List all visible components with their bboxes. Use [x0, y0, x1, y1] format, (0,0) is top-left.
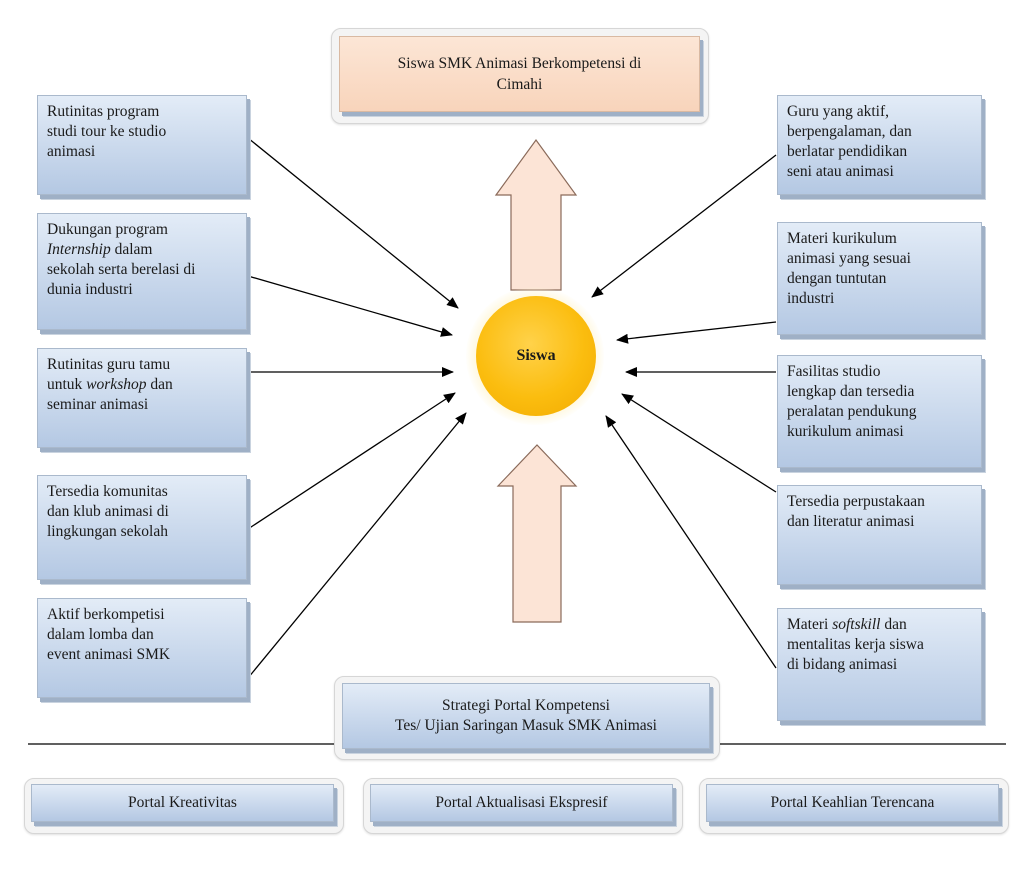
- strategy-line-2: Tes/ Ujian Saringan Masuk SMK Animasi: [395, 717, 657, 734]
- left-1-line-1: Rutinitas program: [47, 103, 160, 120]
- right-3-line-3: peralatan pendukung: [787, 403, 917, 420]
- left-box-guest-teacher: Rutinitas guru tamu untuk workshop dan s…: [37, 348, 247, 448]
- left-3-line-2: untuk workshop dan: [47, 375, 238, 395]
- arrow-left-2: [247, 275, 453, 337]
- right-5-line-1-pre: Materi: [787, 616, 833, 633]
- right-box-facilities: Fasilitas studio lengkap dan tersedia pe…: [777, 355, 982, 468]
- portal-3-label: Portal Keahlian Terencana: [770, 794, 935, 811]
- right-3-line-4: kurikulum animasi: [787, 423, 904, 440]
- right-1-line-3: berlatar pendidikan: [787, 143, 908, 160]
- right-5-line-1: Materi softskill dan: [787, 615, 973, 635]
- arrow-right-1: [591, 154, 777, 298]
- left-3-line-1: Rutinitas guru tamu: [47, 356, 171, 373]
- goal-box: Siswa SMK Animasi Berkompetensi di Cimah…: [339, 36, 700, 112]
- right-box-teacher: Guru yang aktif, berpengalaman, dan berl…: [777, 95, 982, 195]
- left-2-line-1: Dukungan program: [47, 221, 168, 238]
- right-5-line-2: mentalitas kerja siswa: [787, 636, 924, 653]
- portal-2-label: Portal Aktualisasi Ekspresif: [435, 794, 608, 811]
- strategy-box: Strategi Portal Kompetensi Tes/ Ujian Sa…: [342, 683, 710, 749]
- right-4-line-2: dan literatur animasi: [787, 513, 915, 530]
- right-box-softskill: Materi softskill dan mentalitas kerja si…: [777, 608, 982, 721]
- left-3-line-2-pre: untuk: [47, 376, 87, 393]
- right-1-line-2: berpengalaman, dan: [787, 123, 912, 140]
- left-5-line-3: event animasi SMK: [47, 646, 171, 663]
- arrow-left-4: [247, 392, 456, 530]
- right-5-italic: softskill: [832, 616, 881, 633]
- left-2-italic: Internship: [47, 241, 111, 258]
- left-3-line-2-post: dan: [146, 376, 173, 393]
- center-circle: Siswa: [476, 296, 596, 416]
- right-box-curriculum: Materi kurikulum animasi yang sesuai den…: [777, 222, 982, 335]
- left-5-line-2: dalam lomba dan: [47, 626, 154, 643]
- up-block-arrow-bottom: [496, 444, 578, 623]
- left-1-line-2: studi tour ke studio: [47, 123, 167, 140]
- left-4-line-3: lingkungan sekolah: [47, 523, 168, 540]
- left-box-internship: Dukungan program Internship dalam sekola…: [37, 213, 247, 330]
- left-2-line-2-rest: dalam: [110, 241, 153, 258]
- left-4-line-1: Tersedia komunitas: [47, 483, 168, 500]
- portal-kreativitas: Portal Kreativitas: [31, 784, 334, 822]
- left-box-study-tour: Rutinitas program studi tour ke studio a…: [37, 95, 247, 195]
- goal-line-1: Siswa SMK Animasi Berkompetensi di: [397, 55, 642, 72]
- left-box-community: Tersedia komunitas dan klub animasi di l…: [37, 475, 247, 580]
- left-2-line-4: dunia industri: [47, 281, 133, 298]
- arrow-left-1: [247, 137, 459, 309]
- left-5-line-1: Aktif berkompetisi: [47, 606, 165, 623]
- arrow-right-2: [616, 321, 777, 344]
- up-block-arrow-top: [494, 138, 578, 291]
- left-box-competition: Aktif berkompetisi dalam lomba dan event…: [37, 598, 247, 698]
- right-2-line-3: dengan tuntutan: [787, 270, 887, 287]
- left-2-line-2: Internship dalam: [47, 240, 238, 260]
- right-box-library: Tersedia perpustakaan dan literatur anim…: [777, 485, 982, 585]
- left-3-line-3: seminar animasi: [47, 396, 149, 413]
- arrow-right-4: [621, 393, 777, 493]
- left-3-italic: workshop: [86, 376, 147, 393]
- portal-aktualisasi: Portal Aktualisasi Ekspresif: [370, 784, 673, 822]
- portal-1-label: Portal Kreativitas: [128, 794, 237, 811]
- left-4-line-2: dan klub animasi di: [47, 503, 169, 520]
- right-5-line-1-post: dan: [880, 616, 907, 633]
- arrow-right-5: [605, 415, 777, 669]
- goal-line-2: Cimahi: [496, 76, 543, 93]
- strategy-line-1: Strategi Portal Kompetensi: [442, 697, 610, 714]
- right-2-line-2: animasi yang sesuai: [787, 250, 911, 267]
- right-3-line-2: lengkap dan tersedia: [787, 383, 915, 400]
- right-1-line-1: Guru yang aktif,: [787, 103, 890, 120]
- arrow-left-5: [247, 412, 467, 679]
- right-3-line-1: Fasilitas studio: [787, 363, 881, 380]
- right-2-line-1: Materi kurikulum: [787, 230, 897, 247]
- right-1-line-4: seni atau animasi: [787, 163, 894, 180]
- right-4-line-1: Tersedia perpustakaan: [787, 493, 925, 510]
- right-5-line-3: di bidang animasi: [787, 656, 898, 673]
- right-2-line-4: industri: [787, 290, 835, 307]
- center-label: Siswa: [516, 347, 556, 364]
- left-1-line-3: animasi: [47, 143, 96, 160]
- left-2-line-3: sekolah serta berelasi di: [47, 261, 196, 278]
- portal-keahlian: Portal Keahlian Terencana: [706, 784, 999, 822]
